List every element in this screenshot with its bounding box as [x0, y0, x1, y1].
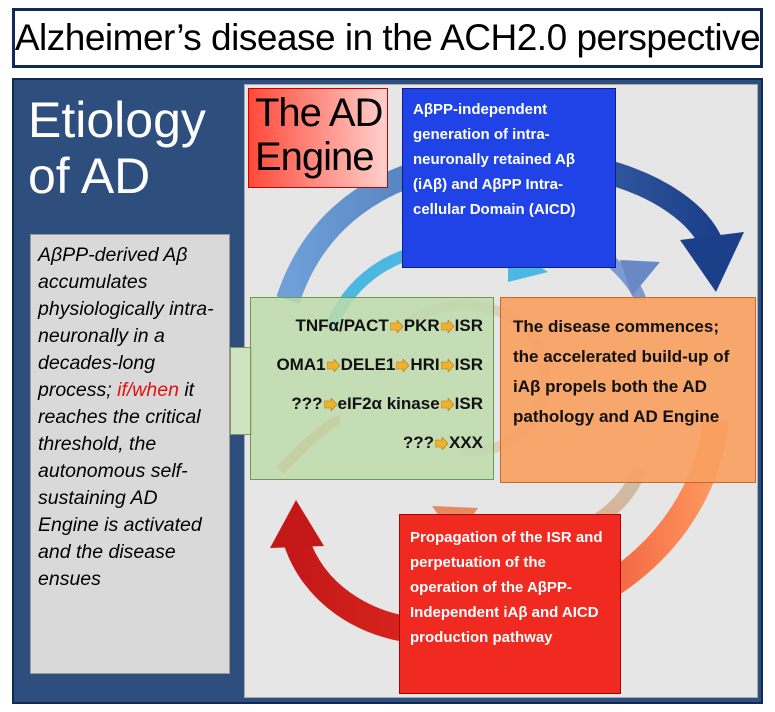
pathway-term: XXX: [448, 433, 483, 452]
pathway-term: DELE1: [340, 355, 396, 374]
title-banner: Alzheimer’s disease in the ACH2.0 perspe…: [12, 8, 763, 68]
kinase-row-3: ??? eIF2α kinase ISR: [291, 394, 483, 414]
pathway-arrow-icon: [440, 397, 454, 411]
description-part-1: AβPP-derived Aβ accumulates physiologica…: [38, 244, 214, 401]
pathway-arrow-icon: [440, 319, 454, 333]
pathway-arrow-icon: [434, 436, 448, 450]
etiology-heading: Etiology of AD: [28, 92, 238, 204]
etiology-description-box: AβPP-derived Aβ accumulates physiologica…: [30, 234, 230, 674]
engine-line-2: Engine: [255, 135, 375, 179]
isr-propagation-box: Propagation of the ISR and perpetuation …: [399, 514, 621, 694]
aicd-generation-text: AβPP-independent generation of intra-neu…: [413, 101, 576, 218]
pathway-term: PKR: [403, 316, 440, 335]
ad-engine-label-box: The AD Engine: [248, 88, 388, 188]
pathway-arrow-icon: [326, 358, 340, 372]
aicd-generation-box: AβPP-independent generation of intra-neu…: [402, 88, 616, 268]
outer-red-arrowhead: [270, 500, 324, 548]
etiology-line-1: Etiology: [28, 92, 206, 148]
pathway-term: ???: [291, 394, 323, 413]
page-title: Alzheimer’s disease in the ACH2.0 perspe…: [14, 17, 761, 58]
disease-commences-box: The disease commences; the accelerated b…: [500, 297, 756, 483]
pathway-term: ISR: [454, 316, 483, 335]
pathway-term: ???: [402, 433, 434, 452]
right-inner-blue-arrowhead: [620, 260, 660, 296]
kinase-row-2: OMA1 DELE1 HRI ISR: [276, 355, 483, 375]
description-part-2: it reaches the critical threshold, the a…: [38, 379, 202, 590]
pathway-arrow-icon: [440, 358, 454, 372]
pathway-arrow-icon: [396, 358, 410, 372]
isr-kinases-box: TNFα/PACT PKR ISR OMA1 DELE1 HRI ISR ??? eIF2α…: [250, 297, 494, 480]
pathway-term: OMA1: [276, 355, 326, 374]
outer-blue-arrowhead: [680, 232, 744, 292]
pathway-term: TNFα/PACT: [295, 316, 389, 335]
etiology-line-2: of AD: [28, 148, 151, 204]
pathway-term: ISR: [454, 394, 483, 413]
pathway-term: eIF2α kinase: [337, 394, 440, 413]
pathway-arrow-icon: [323, 397, 337, 411]
pathway-term: HRI: [410, 355, 440, 374]
engine-line-1: The AD: [255, 91, 383, 135]
pathway-arrow-icon: [389, 319, 403, 333]
description-highlight: if/when: [117, 379, 179, 401]
isr-propagation-text: Propagation of the ISR and perpetuation …: [410, 529, 603, 646]
disease-commences-text: The disease commences; the accelerated b…: [513, 317, 730, 426]
kinase-row-1: TNFα/PACT PKR ISR: [296, 316, 483, 336]
etiology-description: AβPP-derived Aβ accumulates physiologica…: [38, 242, 223, 593]
pathway-term: ISR: [454, 355, 483, 374]
kinase-row-4: ??? XXX: [403, 433, 483, 453]
